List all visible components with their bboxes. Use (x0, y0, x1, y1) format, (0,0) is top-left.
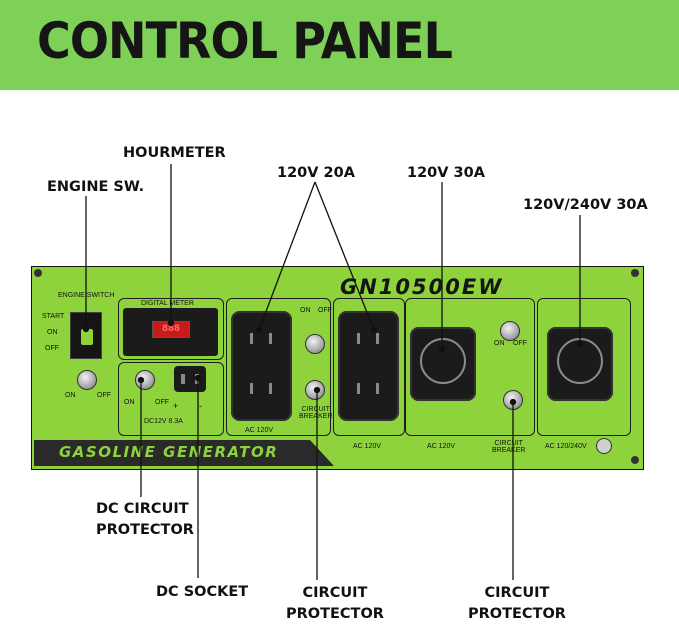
callout-line: DC CIRCUIT (96, 501, 189, 517)
screw-icon (631, 269, 639, 277)
callout-dc-circuit-protector: DC CIRCUIT PROTECTOR (96, 499, 194, 541)
leader-line (314, 181, 375, 331)
hourmeter-display: 888 (123, 308, 218, 356)
ac240-label: AC 120/240V (545, 443, 587, 450)
dc-breaker-button[interactable] (135, 370, 155, 390)
switch-rocker (81, 329, 93, 345)
meter-title: DIGITAL METER (141, 300, 194, 307)
screw-icon (631, 456, 639, 464)
leader-line (258, 181, 316, 331)
ac20-on-label: ON (300, 307, 311, 314)
dc-on-label: ON (124, 399, 135, 406)
ac20-right-label: AC 120V (353, 443, 382, 450)
section-30a (405, 298, 535, 436)
dc-rating: DC12V 8.3A (144, 418, 183, 425)
breaker-left-label: CIRCUIT BREAKER (299, 406, 332, 420)
engine-breaker-button[interactable] (77, 370, 97, 390)
outlet-slot (357, 383, 360, 394)
outlet-slot (250, 333, 253, 344)
outlet-slot (376, 383, 379, 394)
leader-dot (438, 345, 446, 353)
outlet-20a-right[interactable] (338, 311, 399, 421)
engine-switch-on: ON (47, 329, 58, 336)
footer-text: GASOLINE GENERATOR (59, 443, 279, 461)
ac20-left-label: AC 120V (245, 427, 274, 434)
dc-plus: + (173, 401, 179, 411)
leader-dot (255, 326, 263, 334)
section-dc (118, 362, 224, 436)
outlet-slot (376, 333, 379, 344)
ac30-off-label: OFF (513, 340, 527, 347)
leader-dot (370, 326, 378, 334)
breaker-right-label: CIRCUIT BREAKER (492, 440, 525, 454)
leader-dot (576, 340, 584, 348)
leader-dot (167, 319, 175, 327)
section-20a-left (226, 298, 331, 436)
header-banner: CONTROL PANEL (0, 0, 679, 90)
callout-outlet-30a: 120V 30A (407, 165, 485, 181)
panel-footer: GASOLINE GENERATOR (34, 440, 334, 466)
twist-lock-face (420, 338, 466, 384)
ac30-label: AC 120V (427, 443, 456, 450)
callout-hourmeter: HOURMETER (123, 145, 226, 161)
screw-icon (34, 269, 42, 277)
section-240v (537, 298, 631, 436)
ac20-breaker-button[interactable] (305, 334, 325, 354)
callout-line: PROTECTOR (286, 606, 384, 622)
ac30-on-label: ON (494, 340, 505, 347)
callout-dc-socket: DC SOCKET (156, 584, 249, 600)
engine-switch-start: START (42, 313, 65, 320)
leader-dot (509, 398, 517, 406)
callout-circuit-protector-left: CIRCUIT PROTECTOR (286, 583, 384, 625)
outlet-slot (269, 333, 272, 344)
ac30-breaker-button[interactable] (500, 321, 520, 341)
label-line: CIRCUIT (301, 406, 330, 413)
outlet-30a[interactable] (410, 327, 476, 401)
dc-minus: - (199, 401, 202, 411)
callout-line: PROTECTOR (468, 606, 566, 622)
dc-off-label: OFF (155, 399, 169, 406)
leader-dot (137, 376, 145, 384)
callout-line: CIRCUIT (302, 585, 368, 601)
ground-terminal-icon (596, 438, 612, 454)
section-20a-right (333, 298, 405, 436)
leader-dot (82, 325, 90, 333)
callout-circuit-protector-right: CIRCUIT PROTECTOR (468, 583, 566, 625)
model-name: GN10500EW (340, 275, 504, 299)
outlet-slot (269, 383, 272, 394)
callout-outlet-240v: 120V/240V 30A (523, 197, 648, 213)
socket-slot (181, 374, 185, 384)
engine-off-label: OFF (97, 392, 111, 399)
ac20-off-label: OFF (318, 307, 332, 314)
leader-dot (313, 386, 321, 394)
outlet-slot (250, 383, 253, 394)
label-line: BREAKER (299, 413, 333, 420)
engine-on-label: ON (65, 392, 76, 399)
callout-engine-switch: ENGINE SW. (47, 179, 145, 195)
label-line: BREAKER (492, 447, 526, 454)
callout-line: CIRCUIT (484, 585, 550, 601)
label-line: CIRCUIT (494, 440, 523, 447)
engine-switch-off: OFF (45, 345, 59, 352)
callout-outlet-20a: 120V 20A (277, 165, 355, 181)
page-title: CONTROL PANEL (37, 12, 453, 70)
leader-dot (194, 374, 202, 382)
callout-line: PROTECTOR (96, 522, 194, 538)
outlet-slot (357, 333, 360, 344)
